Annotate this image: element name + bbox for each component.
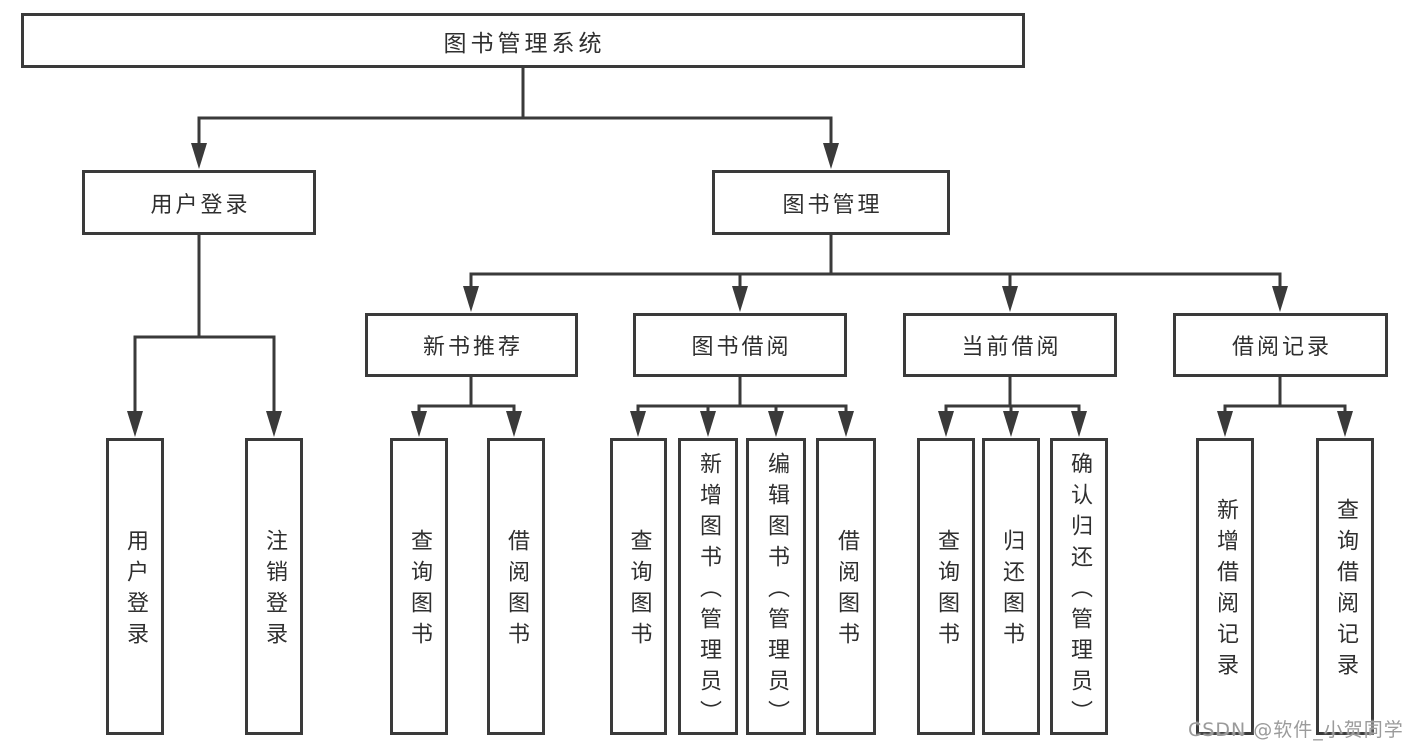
leaf-rec-query-books: 查询图书	[390, 438, 448, 735]
node-label: 查询图书	[407, 529, 432, 653]
node-label: 归还图书	[999, 529, 1024, 653]
node-label: 借阅图书	[834, 529, 859, 653]
leaf-records-add-borrow-record: 新增借阅记录	[1196, 438, 1254, 735]
leaf-logout: 注销登录	[245, 438, 303, 735]
leaf-borrow-query-books: 查询图书	[610, 438, 667, 735]
node-user-login: 用户登录	[82, 170, 316, 235]
leaf-borrow-borrow-books: 借阅图书	[816, 438, 876, 735]
node-label: 新增借阅记录	[1213, 498, 1238, 684]
node-label: 借阅记录	[1231, 335, 1332, 360]
leaf-user-login: 用户登录	[106, 438, 164, 735]
node-label: 当前借阅	[961, 335, 1062, 360]
node-library-management-system: 图书管理系统	[21, 13, 1025, 68]
node-label: 新书推荐	[422, 335, 523, 360]
node-label: 查询图书	[626, 529, 652, 653]
leaf-current-confirm-return-admin: 确认归还（管理员）	[1050, 438, 1108, 735]
node-label: 新增图书（管理员）	[696, 451, 721, 731]
node-label: 用户登录	[123, 529, 148, 653]
leaf-borrow-add-books-admin: 新增图书（管理员）	[678, 438, 738, 735]
node-book-borrowing: 图书借阅	[633, 313, 847, 377]
node-label: 查询借阅记录	[1333, 498, 1358, 684]
node-new-book-recommendation: 新书推荐	[365, 313, 578, 377]
node-label: 图书借阅	[691, 335, 792, 360]
node-borrowing-records: 借阅记录	[1173, 313, 1388, 377]
node-label: 用户登录	[150, 192, 251, 218]
watermark: CSDN @软件_小贺同学	[1188, 719, 1404, 741]
node-label: 编辑图书（管理员）	[764, 451, 789, 731]
node-label: 注销登录	[262, 529, 287, 653]
leaf-rec-borrow-books: 借阅图书	[487, 438, 545, 735]
leaf-borrow-edit-books-admin: 编辑图书（管理员）	[746, 438, 806, 735]
leaf-records-query-borrow-record: 查询借阅记录	[1316, 438, 1374, 735]
node-label: 查询图书	[934, 529, 959, 653]
leaf-current-return-books: 归还图书	[982, 438, 1040, 735]
node-current-borrowing: 当前借阅	[903, 313, 1117, 377]
node-label: 借阅图书	[504, 529, 529, 653]
node-label: 图书管理系统	[443, 30, 606, 57]
node-label: 图书管理	[782, 192, 883, 218]
node-label: 确认归还（管理员）	[1067, 451, 1092, 731]
leaf-current-query-books: 查询图书	[917, 438, 975, 735]
node-book-management: 图书管理	[712, 170, 950, 235]
